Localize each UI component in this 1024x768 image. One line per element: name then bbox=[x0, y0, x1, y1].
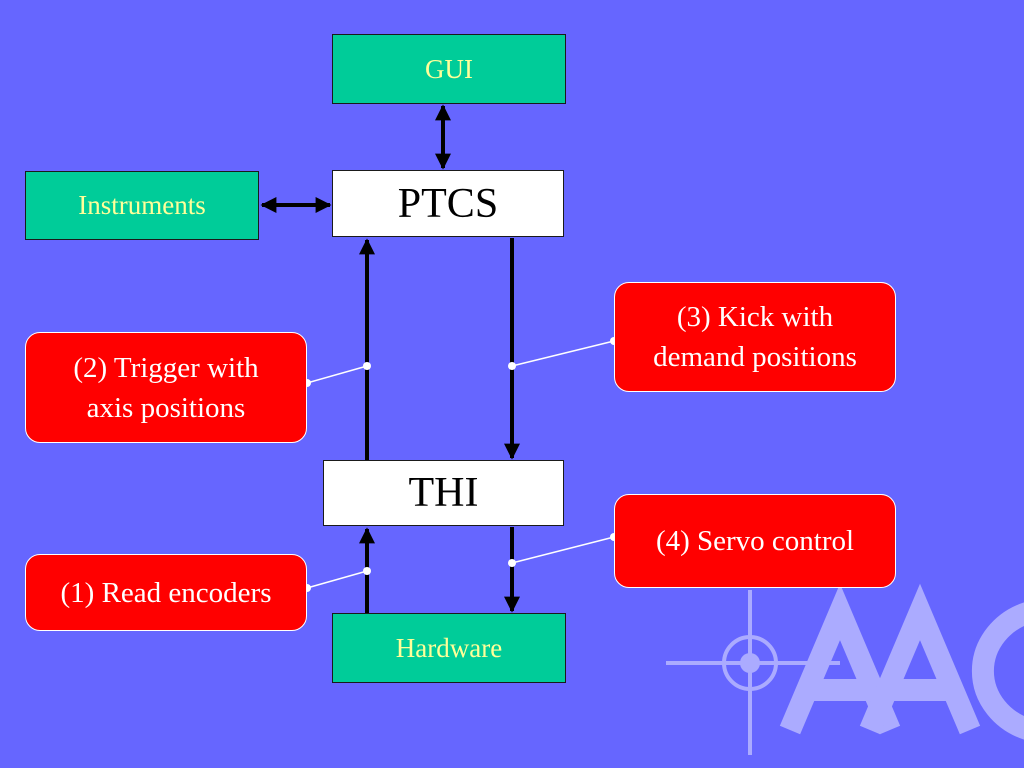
callout-kick-line1: (3) Kick with bbox=[676, 301, 834, 333]
callout-servo-label: (4) Servo control bbox=[655, 525, 855, 557]
gui-node: GUI bbox=[332, 34, 566, 104]
ptcs-node: PTCS bbox=[332, 170, 564, 237]
logo-crosshair-ring bbox=[722, 635, 778, 691]
callout-servo: (4) Servo control bbox=[614, 494, 896, 588]
leader-kick bbox=[511, 340, 615, 367]
callout-read-label: (1) Read encoders bbox=[60, 576, 272, 609]
gui-label: GUI bbox=[425, 53, 473, 84]
callout-kick: (3) Kick with demand positions bbox=[614, 282, 896, 392]
logo-crosshair-dot bbox=[740, 653, 760, 673]
leader-dot bbox=[363, 567, 371, 575]
logo-letters bbox=[779, 583, 1024, 740]
leader-dot bbox=[363, 362, 371, 370]
leader-trigger bbox=[306, 365, 368, 384]
hardware-node: Hardware bbox=[332, 613, 566, 683]
callout-kick-line2: demand positions bbox=[653, 341, 857, 373]
leader-dot bbox=[508, 362, 516, 370]
callout-trigger-line1: (2) Trigger with bbox=[73, 351, 259, 384]
hardware-label: Hardware bbox=[395, 632, 503, 663]
ptcs-label: PTCS bbox=[397, 180, 499, 227]
instruments-label: Instruments bbox=[78, 190, 206, 220]
callout-trigger: (2) Trigger with axis positions bbox=[25, 332, 307, 443]
callout-trigger-line2: axis positions bbox=[86, 391, 246, 424]
leader-dot bbox=[508, 559, 516, 567]
callout-read: (1) Read encoders bbox=[25, 554, 307, 631]
leader-servo bbox=[511, 536, 615, 564]
instruments-node: Instruments bbox=[25, 171, 259, 240]
thi-label: THI bbox=[408, 470, 479, 516]
leader-read bbox=[306, 570, 368, 589]
thi-node: THI bbox=[323, 460, 564, 526]
